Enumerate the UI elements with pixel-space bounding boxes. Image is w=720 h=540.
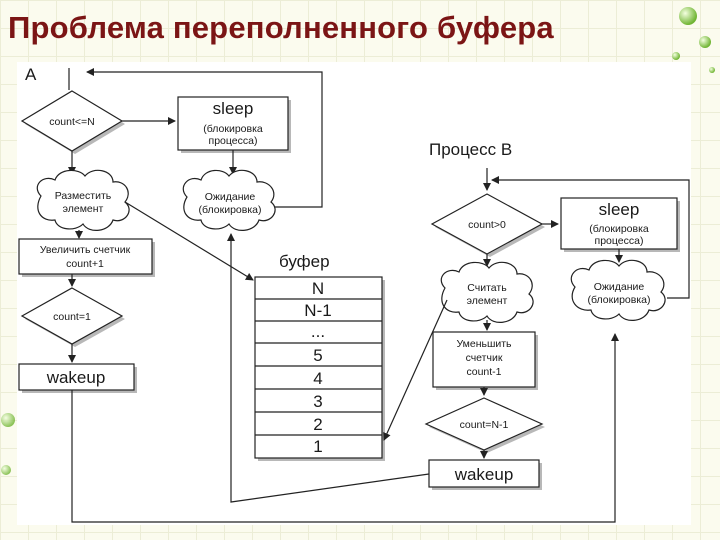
decrement-box	[432, 331, 536, 388]
green-bubble	[709, 67, 715, 73]
sleep-title-b: sleep	[599, 200, 640, 219]
read-cloud-b: Считать элемент	[440, 261, 534, 323]
green-bubble	[679, 7, 697, 25]
sleep-box-a	[177, 96, 289, 151]
buffer-cell: 2	[313, 415, 322, 434]
decision-count-eq-n1-label: count=N-1	[460, 419, 509, 431]
wakeup-label-a: wakeup	[46, 368, 106, 387]
svg-text:Ожидание: Ожидание	[594, 281, 645, 293]
buffer-label: буфер	[279, 252, 330, 271]
process-b-label: Процесс B	[429, 140, 512, 159]
decision-count-eq-1-label: count=1	[53, 311, 91, 323]
svg-text:(блокировка): (блокировка)	[199, 204, 262, 216]
buffer-cell: N-1	[304, 301, 331, 320]
green-bubble	[672, 52, 680, 60]
increment-box	[18, 238, 153, 275]
loop-return-arrow-a	[86, 68, 323, 124]
wakeup-b-signal	[227, 233, 430, 503]
svg-text:count-1: count-1	[466, 366, 501, 378]
buffer-cell: ...	[311, 322, 325, 341]
green-bubble	[699, 36, 711, 48]
svg-text:Уменьшить: Уменьшить	[456, 338, 512, 350]
buffer-cell: N	[312, 279, 324, 298]
flowchart: A count<=N sleep (блокировка процесса) О…	[18, 65, 690, 523]
svg-text:элемент: элемент	[63, 203, 104, 215]
buffer-to-read-arrow	[383, 299, 448, 441]
buffer-cell: 5	[313, 346, 322, 365]
wakeup-a-signal	[71, 333, 619, 523]
sleep-title-a: sleep	[213, 99, 254, 118]
slide-title: Проблема переполненного буфера	[8, 10, 554, 45]
place-to-buffer-arrow	[124, 201, 254, 281]
wait-a-return	[275, 124, 323, 208]
wait-cloud-b: Ожидание (блокировка)	[570, 259, 666, 321]
wait-cloud-a: Ожидание (блокировка)	[182, 169, 276, 231]
process-a-label: A	[25, 65, 37, 84]
svg-text:Увеличить счетчик: Увеличить счетчик	[40, 244, 131, 256]
svg-text:процесса): процесса)	[595, 235, 644, 247]
svg-text:count+1: count+1	[66, 258, 104, 270]
svg-text:Ожидание: Ожидание	[205, 191, 256, 203]
svg-text:(блокировка): (блокировка)	[588, 294, 651, 306]
green-bubble	[1, 413, 15, 427]
svg-text:Разместить: Разместить	[55, 190, 112, 202]
svg-text:(блокировка: (блокировка	[589, 223, 649, 235]
buffer-stack: N N-1 ... 5 4 3 2 1	[254, 276, 383, 459]
svg-text:(блокировка: (блокировка	[203, 123, 263, 135]
svg-text:процесса): процесса)	[209, 135, 258, 147]
wakeup-box-b	[428, 459, 540, 488]
green-bubble	[1, 465, 11, 475]
buffer-cell: 4	[313, 369, 322, 388]
wakeup-box-a	[18, 363, 135, 391]
svg-text:счетчик: счетчик	[466, 352, 503, 364]
buffer-cell: 3	[313, 392, 322, 411]
buffer-cell: 1	[313, 437, 322, 456]
decision-count-le-n-label: count<=N	[49, 116, 95, 128]
diagram-panel: A count<=N sleep (блокировка процесса) О…	[17, 62, 691, 525]
place-cloud-a: Разместить элемент	[36, 169, 130, 231]
wakeup-label-b: wakeup	[454, 465, 514, 484]
svg-text:Считать: Считать	[467, 282, 507, 294]
decision-count-gt-0-label: count>0	[468, 219, 506, 231]
svg-text:элемент: элемент	[467, 295, 508, 307]
